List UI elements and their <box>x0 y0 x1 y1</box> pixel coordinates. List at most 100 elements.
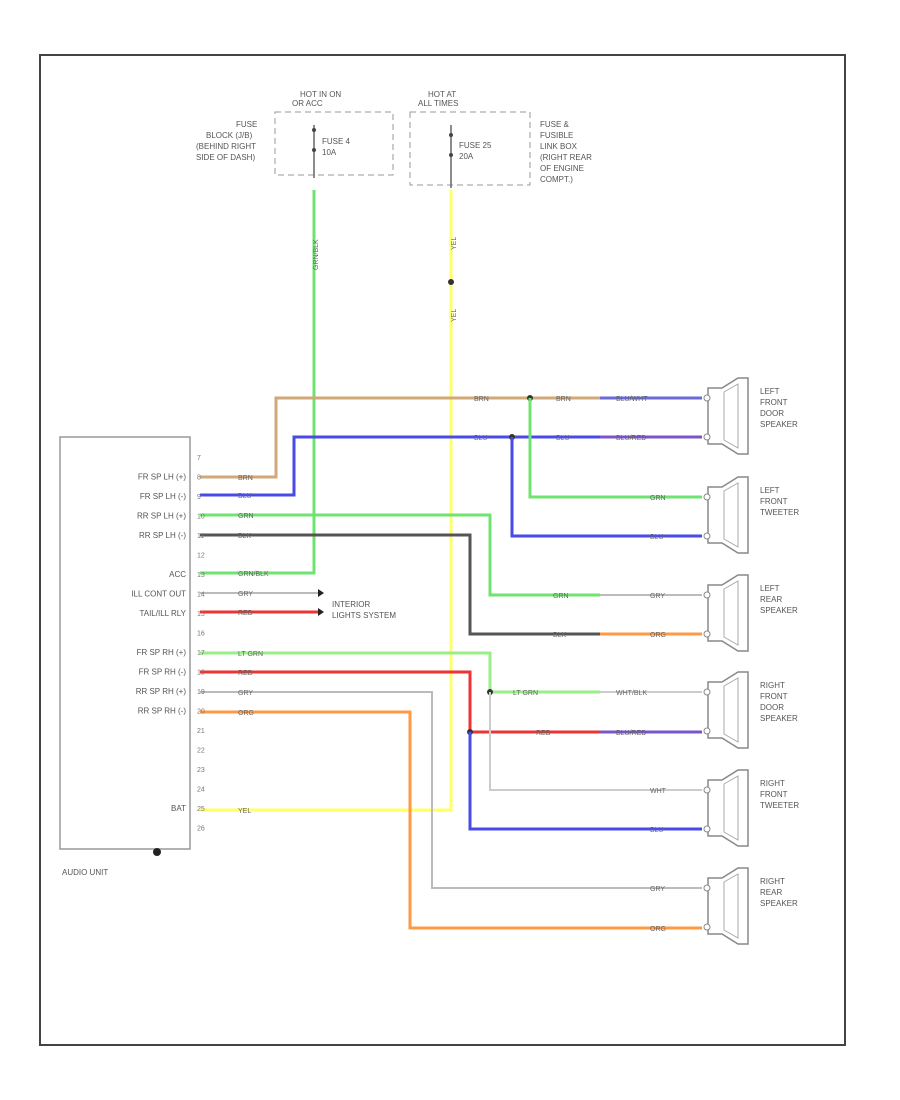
terminal-pin: 19 <box>197 689 205 696</box>
speaker-name-line: LEFT <box>760 387 780 396</box>
wire-grn-lt-pos <box>528 398 702 499</box>
wire-blk-lr-neg <box>200 533 600 636</box>
speaker-cone <box>723 383 739 449</box>
speaker-name-line: SPEAKER <box>760 714 798 723</box>
fuse25-dot-bottom <box>449 153 453 157</box>
speakers: LEFTFRONTDOORSPEAKERLEFTFRONTTWEETERLEFT… <box>703 377 799 945</box>
speaker-name-line: SPEAKER <box>760 420 798 429</box>
fuse25-name: FUSE 25 <box>459 141 492 150</box>
speaker-terminal <box>703 825 711 833</box>
speaker-terminal <box>703 727 711 735</box>
speaker-terminal <box>703 591 711 599</box>
wire-blu-rt-neg <box>468 732 702 831</box>
fuse4-box-line4: SIDE OF DASH) <box>196 153 255 162</box>
fuse25-hot-label2: ALL TIMES <box>418 99 458 108</box>
wl-blu-tweeter: BLU <box>650 534 664 541</box>
speaker-cone <box>723 677 739 743</box>
wire-red-rf-neg <box>200 670 600 734</box>
fuse25-box-line2: FUSIBLE <box>540 131 573 140</box>
terminal-pin: 16 <box>197 631 205 638</box>
terminal-pin: 20 <box>197 709 205 716</box>
terminal-pin: 21 <box>197 728 205 735</box>
fuse4-hot-label2: OR ACC <box>292 99 323 108</box>
audio-unit-name: AUDIO UNIT <box>62 868 108 877</box>
terminal-pin: 7 <box>197 455 201 462</box>
diagram-frame <box>39 54 846 1046</box>
wl-wht-rt: WHT <box>650 788 667 795</box>
terminal-pin: 12 <box>197 553 205 560</box>
wire-brn-lf-pos <box>200 396 702 479</box>
terminal-pin: 9 <box>197 494 201 501</box>
speaker-name-line: SPEAKER <box>760 899 798 908</box>
fuse4-hot-label: HOT IN ON <box>300 90 341 99</box>
wl-grn-tweeter: GRN <box>650 495 666 502</box>
speaker-terminal <box>703 884 711 892</box>
wl-yel-bat: YEL <box>238 808 251 815</box>
wl-grn-lr: GRN <box>553 593 569 600</box>
speaker-terminal <box>703 923 711 931</box>
wire-yel-bat <box>200 190 453 812</box>
wire-blu-lt-neg <box>510 437 702 538</box>
speaker-name-line: TWEETER <box>760 801 799 810</box>
terminal-label: RR SP RH (-) <box>138 707 187 716</box>
terminal-pin: 15 <box>197 611 205 618</box>
speaker-cone <box>723 775 739 841</box>
terminal-pin: 22 <box>197 748 205 755</box>
fuse4-box-line2: BLOCK (J/B) <box>206 131 253 140</box>
fuse4-name: FUSE 4 <box>322 137 351 146</box>
speaker-name-line: FRONT <box>760 398 788 407</box>
wl-gry-unit: GRY <box>238 690 253 697</box>
terminal-pin: 17 <box>197 650 205 657</box>
wl-yel-vertical-1: YEL <box>451 237 458 250</box>
wl-grn-blk-vertical: GRN/BLK <box>313 239 320 270</box>
fuse25-hot-label: HOT AT <box>428 90 456 99</box>
wl-blu-junction: BLU <box>556 435 570 442</box>
terminal-label: TAIL/ILL RLY <box>139 609 186 618</box>
fuse25-rating: 20A <box>459 152 474 161</box>
speaker-name-line: LEFT <box>760 584 780 593</box>
wl-org-rr: ORG <box>650 926 666 933</box>
speaker-name-line: FRONT <box>760 790 788 799</box>
wl-blk-lr: BLK <box>553 632 567 639</box>
yel-junction-dot <box>448 279 454 285</box>
wl-blu-unit: BLU <box>238 493 252 500</box>
speaker-name-line: SPEAKER <box>760 606 798 615</box>
fuse-25-group: HOT AT ALL TIMES FUSE & FUSIBLE LINK BOX… <box>409 90 592 188</box>
speaker-terminal <box>703 630 711 638</box>
fuse25-box-line4: (RIGHT REAR <box>540 153 592 162</box>
wl-blu-red-rf: BLU/RED <box>616 730 646 737</box>
terminal-label: FR SP RH (-) <box>139 668 187 677</box>
wl-blk-unit: BLK <box>238 533 252 540</box>
wl-blu-top: BLU <box>474 435 488 442</box>
wl-blu-rt: BLU <box>650 827 664 834</box>
speaker-name-line: FRONT <box>760 497 788 506</box>
interior-lights-line1: INTERIOR <box>332 600 370 609</box>
wire-org-rr-neg <box>200 710 702 930</box>
speaker-name-line: REAR <box>760 888 782 897</box>
terminal-pin: 13 <box>197 572 205 579</box>
speaker-cone <box>723 482 739 548</box>
arrow-tail <box>318 608 324 616</box>
speaker-terminal <box>703 394 711 402</box>
wl-red-unit: RED <box>238 670 253 677</box>
fuse4-box <box>274 111 394 176</box>
terminal-pin: 10 <box>197 514 205 521</box>
wire-grn-lr-pos <box>200 513 600 597</box>
speaker-name-line: RIGHT <box>760 681 785 690</box>
speaker-name-line: TWEETER <box>760 508 799 517</box>
fuse25-dot-top <box>449 133 453 137</box>
fuse-4-group: HOT IN ON OR ACC FUSE BLOCK (J/B) (BEHIN… <box>196 90 394 178</box>
speaker-terminal <box>703 688 711 696</box>
wl-blu-wht: BLU/WHT <box>616 396 648 403</box>
speaker-terminal <box>703 786 711 794</box>
speaker-cone <box>723 873 739 939</box>
fuse4-rating: 10A <box>322 148 337 157</box>
terminal-pin: 25 <box>197 806 205 813</box>
fuse25-box-line5: OF ENGINE <box>540 164 584 173</box>
terminal-label: RR SP LH (-) <box>139 531 186 540</box>
